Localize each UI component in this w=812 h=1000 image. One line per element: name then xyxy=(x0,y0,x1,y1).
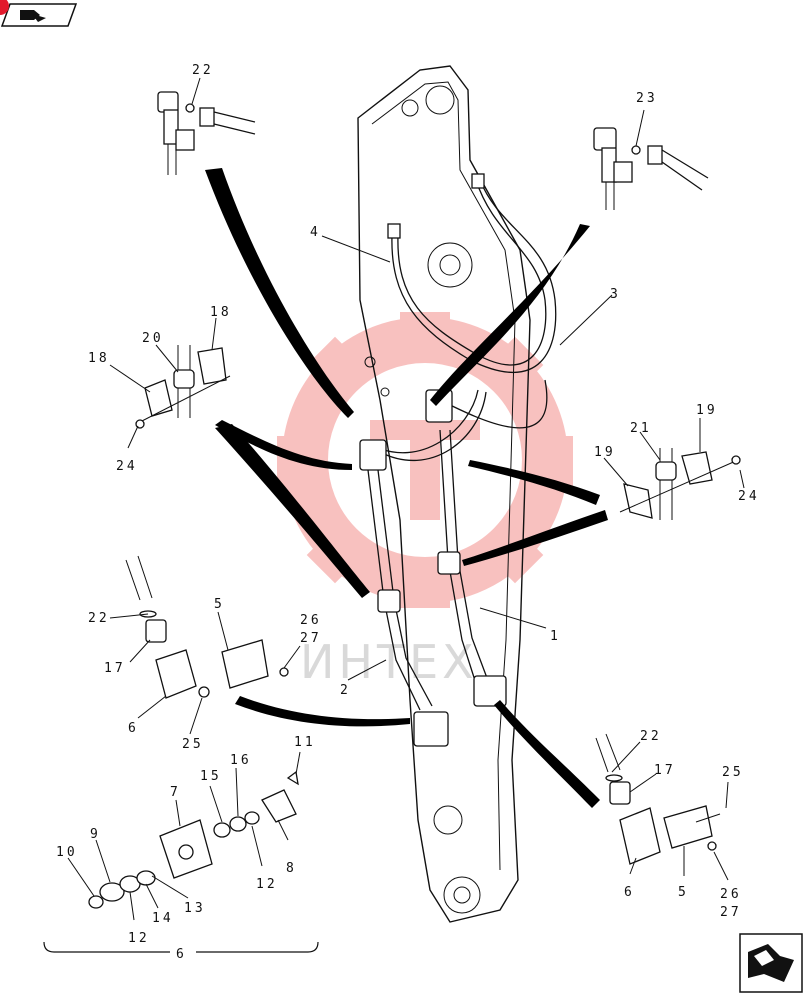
callout-19: 19 xyxy=(696,403,718,418)
detail-clamp-19-21 xyxy=(619,448,741,520)
callout-10: 10 xyxy=(56,845,78,860)
callout-21: 21 xyxy=(630,421,652,436)
callout-18: 18 xyxy=(210,305,232,320)
callout-7: 7 xyxy=(170,785,181,800)
callout-5: 5 xyxy=(678,885,689,900)
boom-arm xyxy=(357,65,531,923)
detail-clamp-18-20 xyxy=(135,345,231,429)
detail-valve-block-right xyxy=(595,733,721,865)
callout-16: 16 xyxy=(230,753,252,768)
callout-22: 22 xyxy=(192,63,214,78)
callout-22: 22 xyxy=(88,611,110,626)
callout-23: 23 xyxy=(636,91,658,106)
nav-next-icon xyxy=(739,933,803,993)
nav-back-icon xyxy=(0,0,78,27)
callout-9: 9 xyxy=(90,827,101,842)
callout-2: 2 xyxy=(340,683,351,698)
callout-24: 24 xyxy=(116,459,138,474)
callout-11: 11 xyxy=(294,735,316,750)
callout-25: 25 xyxy=(722,765,744,780)
callout-arcs xyxy=(205,168,608,808)
callout-4: 4 xyxy=(310,225,321,240)
callout-13: 13 xyxy=(184,901,206,916)
callout-18: 18 xyxy=(88,351,110,366)
callout-12: 12 xyxy=(128,931,150,946)
callout-labels: 22 23 4 3 18 20 18 24 19 21 19 24 1 2 22… xyxy=(56,63,760,962)
callout-6: 6 xyxy=(624,885,635,900)
detail-fitting-23 xyxy=(593,109,709,210)
callout-8: 8 xyxy=(286,861,297,876)
callout-26: 26 xyxy=(300,613,322,628)
main-hoses xyxy=(359,173,557,747)
watermark-text: ИНТЕХ xyxy=(300,635,478,689)
callout-24: 24 xyxy=(738,489,760,504)
callout-12: 12 xyxy=(256,877,278,892)
callout-6: 6 xyxy=(176,947,187,962)
callout-22: 22 xyxy=(640,729,662,744)
callout-27: 27 xyxy=(720,905,742,920)
leader-lines xyxy=(67,235,745,921)
detail-fitting-22 xyxy=(157,77,256,175)
callout-6: 6 xyxy=(128,721,139,736)
detail-exploded-block-7 xyxy=(88,770,299,909)
nav-next-button[interactable] xyxy=(736,930,806,996)
callout-15: 15 xyxy=(200,769,222,784)
callout-26: 26 xyxy=(720,887,742,902)
detail-valve-block-left xyxy=(125,555,289,699)
callout-25: 25 xyxy=(182,737,204,752)
callout-14: 14 xyxy=(152,911,174,926)
nav-back-button[interactable] xyxy=(0,0,78,28)
group-bracket-6 xyxy=(43,941,319,953)
callout-3: 3 xyxy=(610,287,621,302)
callout-17: 17 xyxy=(104,661,126,676)
callout-20: 20 xyxy=(142,331,164,346)
callout-17: 17 xyxy=(654,763,676,778)
callout-27: 27 xyxy=(300,631,322,646)
callout-19: 19 xyxy=(594,445,616,460)
callout-5: 5 xyxy=(214,597,225,612)
callout-1: 1 xyxy=(550,629,561,644)
